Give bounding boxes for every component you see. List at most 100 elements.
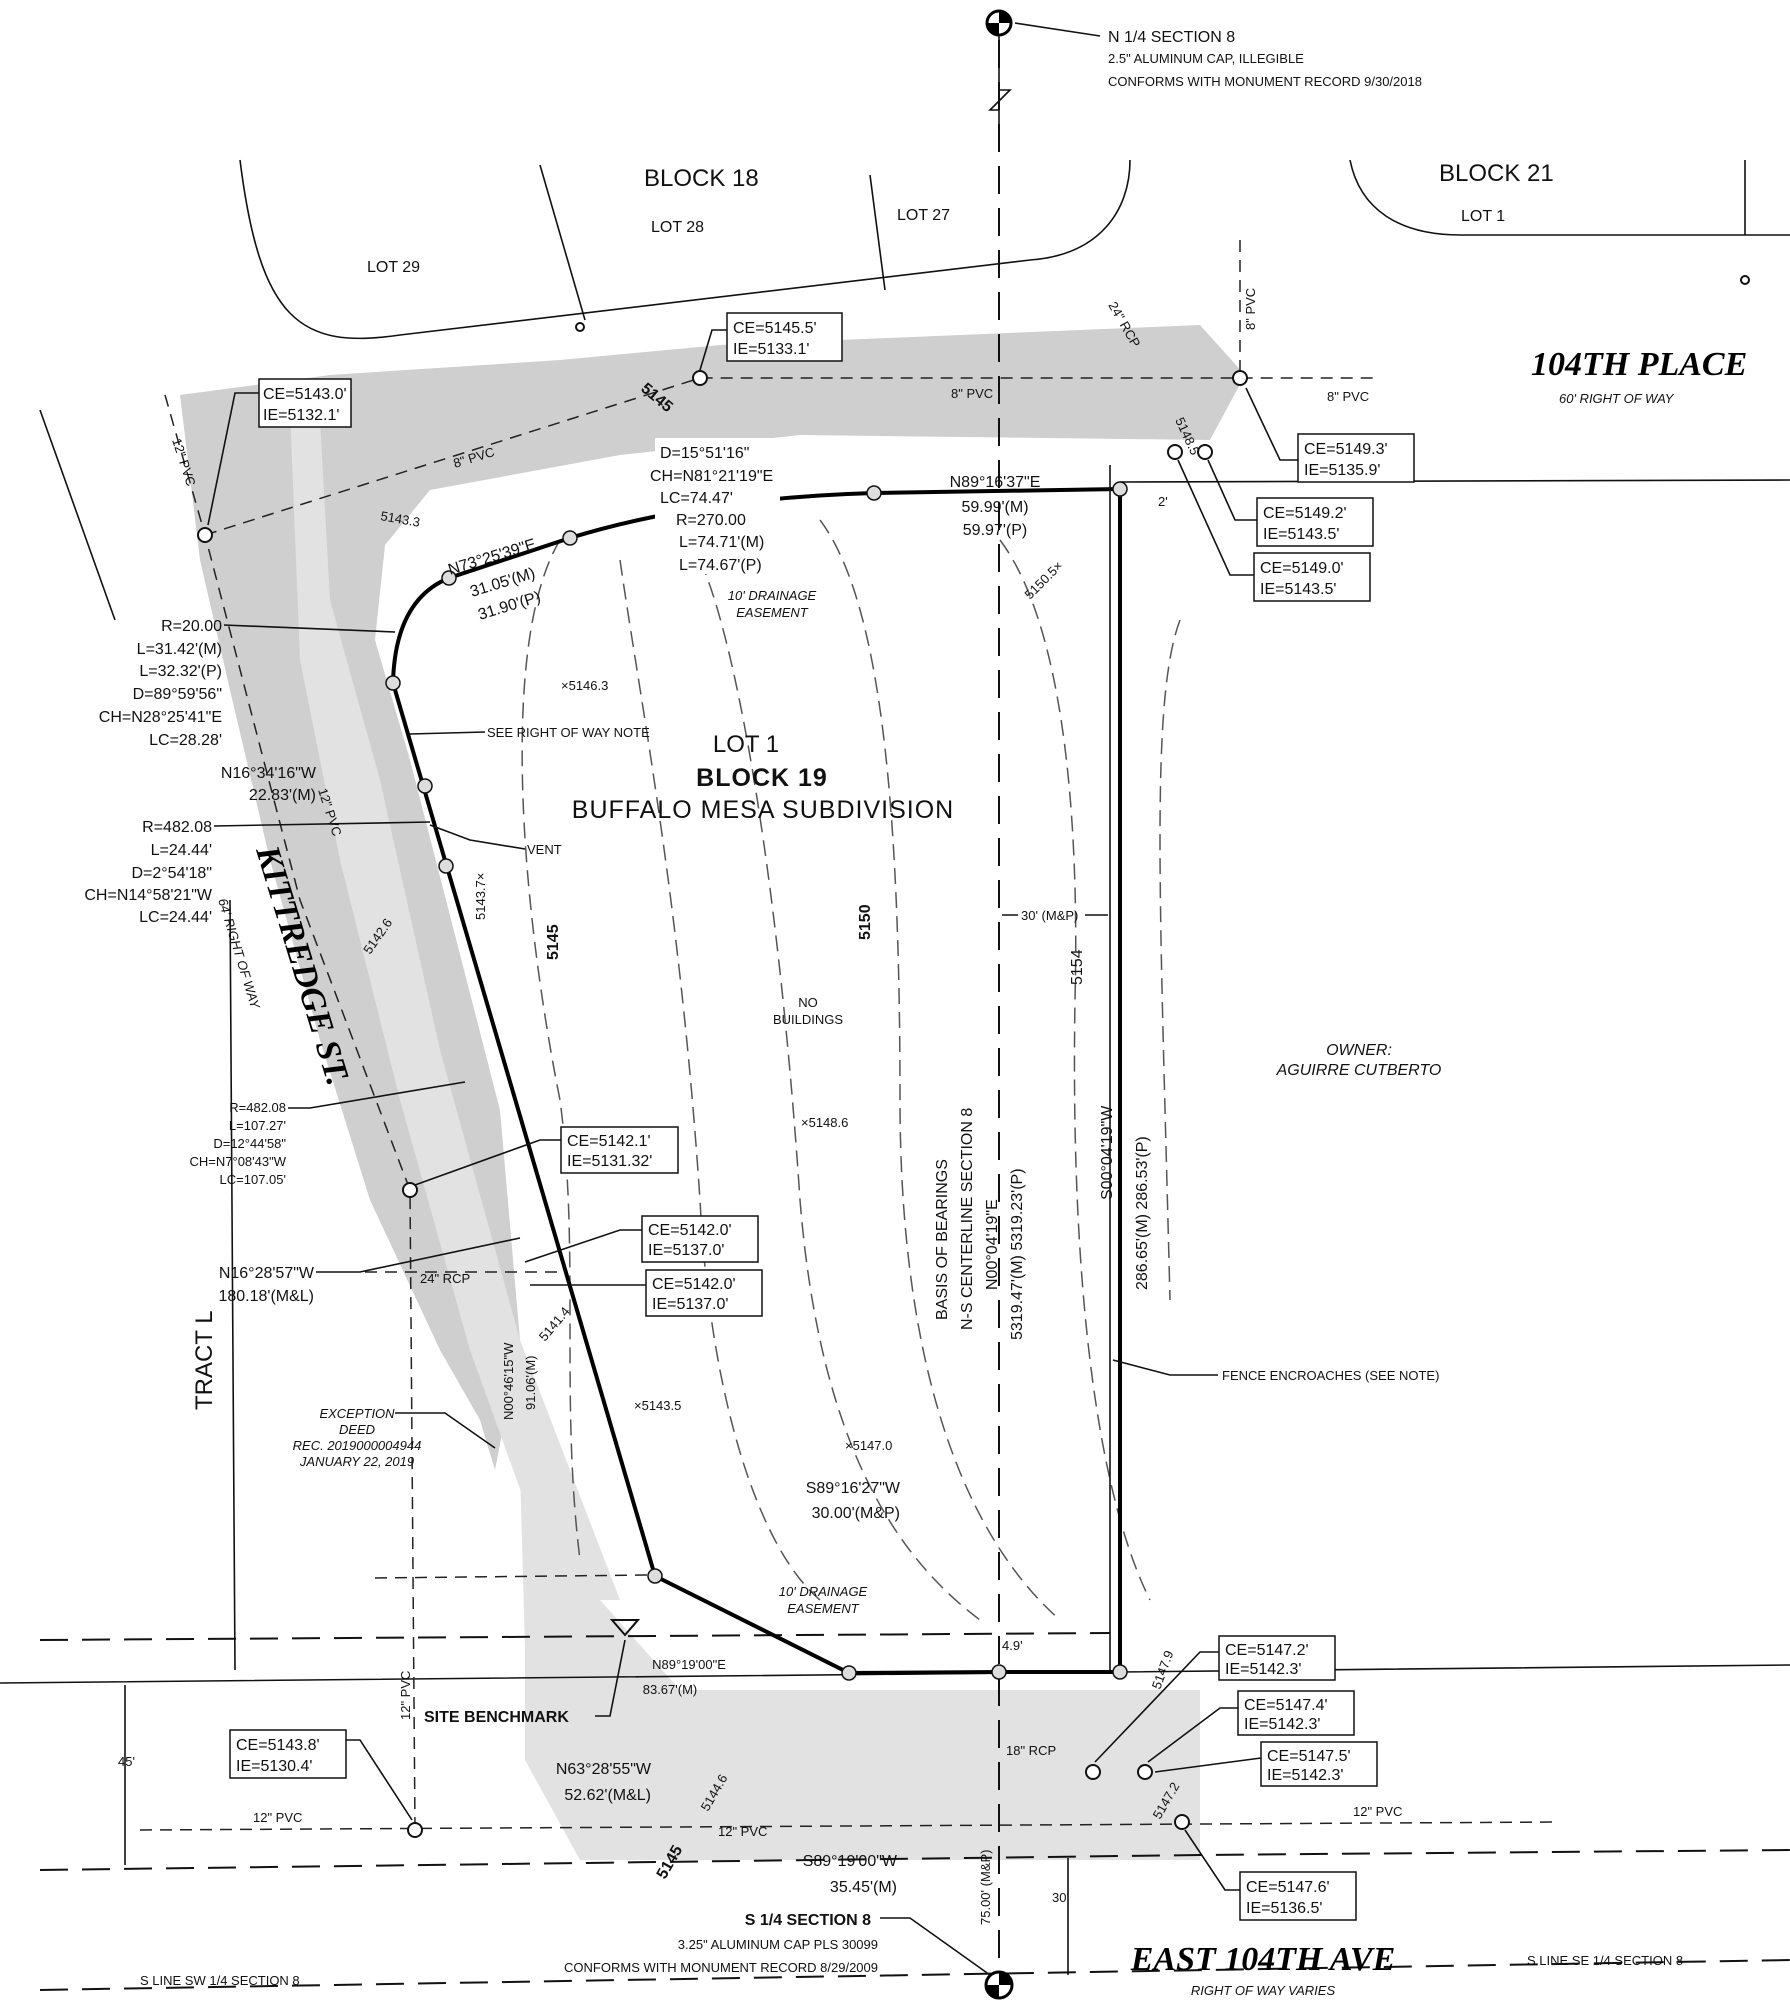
pipe-label: 12" PVC xyxy=(398,1671,413,1720)
north-monument-title: N 1/4 SECTION 8 xyxy=(1108,29,1235,46)
curve-west1-data: R=482.08 L=24.44' D=2°54'18" CH=N14°58'2… xyxy=(84,819,213,926)
structure-callout: CE=5149.0'IE=5143.5' xyxy=(1253,552,1371,602)
row-line xyxy=(1119,479,1790,483)
curve-delta: D=12°44'58" xyxy=(213,1136,286,1151)
invert-elevation: IE=5142.3' xyxy=(1225,1661,1301,1678)
drainage-easement-label: 10' DRAINAGE xyxy=(728,588,817,603)
structure-callout: CE=5147.2' IE=5142.3' xyxy=(1218,1635,1336,1681)
leader xyxy=(429,824,526,850)
distance-measured: 180.18'(M&L) xyxy=(218,1288,314,1305)
curve-delta: D=2°54'18" xyxy=(131,865,212,882)
bearing-south-jog: S89°16'27"W xyxy=(806,1480,901,1497)
pipe-label: 12" PVC xyxy=(253,1810,302,1825)
bearing-south-line: N89°19'00"E xyxy=(652,1657,726,1672)
marker-icon xyxy=(1740,275,1750,285)
rim-elevation: CE=5149.3' xyxy=(1304,441,1388,458)
fence-note: FENCE ENCROACHES (SEE NOTE) xyxy=(1222,1368,1439,1383)
curve-corner-data: R=20.00 L=31.42'(M) L=32.32'(P) D=89°59'… xyxy=(99,618,222,749)
no-buildings-label: NO xyxy=(798,995,818,1010)
invert-elevation: IE=5130.4' xyxy=(236,1758,312,1775)
curve-chord: CH=N7°08'43"W xyxy=(190,1154,287,1169)
invert-elevation: IE=5133.1' xyxy=(733,341,809,358)
leader xyxy=(223,624,396,633)
spot-elevation: 5147.9 xyxy=(1149,1649,1177,1691)
curve-chord-length: LC=107.05' xyxy=(220,1172,286,1187)
corner-pin xyxy=(441,570,457,586)
structure-callout: CE=5149.3'IE=5135.9' xyxy=(1297,433,1415,483)
corner-pin xyxy=(647,1568,663,1584)
note-line: DEED xyxy=(339,1422,375,1437)
structure-callout: CE=5147.6'IE=5136.5' xyxy=(1239,1871,1357,1921)
curve-chord-length: LC=28.28' xyxy=(149,732,222,749)
contour-label: 5154 xyxy=(1069,949,1086,985)
pipe-label: 8" PVC xyxy=(1327,389,1369,404)
south-monument-cap: 3.25" ALUMINUM CAP PLS 30099 xyxy=(678,1937,878,1952)
corner-pin xyxy=(991,1664,1007,1680)
invert-elevation: IE=5143.5' xyxy=(1260,581,1336,598)
lot-29-label: LOT 29 xyxy=(367,259,420,276)
lot-27-label: LOT 27 xyxy=(897,207,950,224)
rim-elevation: CE=5143.8' xyxy=(236,1737,320,1754)
curve-length-plat: L=32.32'(P) xyxy=(139,663,222,680)
corner-pin xyxy=(438,858,454,874)
bearing-bottom: S89°19'00"W xyxy=(803,1853,898,1870)
sewer-manhole-icon xyxy=(402,1182,418,1198)
bearing-east-line: S00°04'19"W xyxy=(1099,1105,1116,1200)
leader xyxy=(409,731,486,735)
rim-elevation: CE=5145.5' xyxy=(733,320,817,337)
curve-length: L=24.44' xyxy=(151,842,212,859)
corner-pin xyxy=(1112,481,1128,497)
subdivision-name: BUFFALO MESA SUBDIVISION xyxy=(572,796,954,824)
spot-elevation: 5150.5× xyxy=(1022,558,1066,602)
offset-4-9-label: 4.9' xyxy=(1002,1638,1023,1653)
rim-elevation: CE=5147.4' xyxy=(1244,1697,1328,1714)
rim-elevation: CE=5147.2' xyxy=(1225,1642,1309,1659)
rim-elevation: CE=5147.5' xyxy=(1267,1748,1351,1765)
distance-sw-line: 52.62'(M&L) xyxy=(564,1787,651,1804)
drainage-easement-label: EASEMENT xyxy=(787,1601,860,1616)
offset-30-label: 30' (M&P) xyxy=(1021,908,1078,923)
distance-measured: 91.06'(M) xyxy=(523,1355,538,1410)
contour-label: 5150 xyxy=(857,904,874,940)
sewer-line xyxy=(164,394,416,1831)
invert-elevation: IE=5137.0' xyxy=(648,1242,724,1259)
sewer-line xyxy=(204,377,1380,536)
note-line: REC. 2019000004944 xyxy=(293,1438,422,1453)
block-21-lot-1-label: LOT 1 xyxy=(1461,208,1505,225)
s-line-sw-label: S LINE SW 1/4 SECTION 8 xyxy=(140,1973,300,1988)
corner-pin xyxy=(1112,1664,1128,1680)
street-kittredge-row: 64' RIGHT OF WAY xyxy=(215,896,263,1011)
lot-boundary xyxy=(390,486,1122,1676)
callouts: CE=5145.5'IE=5133.1' CE=5143.0'IE=5132.1… xyxy=(229,312,1415,1921)
offset-2-label: 2' xyxy=(1158,494,1168,509)
curve-chord: CH=N28°25'41"E xyxy=(99,709,222,726)
curve-west2-data: R=482.08 L=107.27' D=12°44'58" CH=N7°08'… xyxy=(190,1100,287,1187)
street-104th-place-row: 60' RIGHT OF WAY xyxy=(1559,391,1675,406)
drainage-easement-label: EASEMENT xyxy=(736,605,809,620)
structure-callout: CE=5142.0'IE=5137.0' xyxy=(641,1215,759,1263)
owner-label: OWNER: xyxy=(1326,1042,1392,1059)
sewer-manhole-icon xyxy=(1232,370,1248,386)
sewer-manhole-icon xyxy=(407,1822,423,1838)
corner-pin xyxy=(417,778,433,794)
boundary-points xyxy=(385,481,1128,1681)
leader xyxy=(316,1237,521,1273)
contour-line xyxy=(819,519,1061,1621)
rim-elevation: CE=5147.6' xyxy=(1246,1879,1330,1896)
rim-elevation: CE=5142.1' xyxy=(567,1133,651,1150)
leader xyxy=(1112,1359,1218,1376)
curve-chord: CH=N14°58'21"W xyxy=(84,887,213,904)
spot-elevation: 5143.3 xyxy=(379,508,421,530)
block-18-label: BLOCK 18 xyxy=(644,165,759,192)
structure-callout: CE=5142.1'IE=5131.32' xyxy=(560,1126,679,1174)
leader xyxy=(288,1081,466,1109)
block-21-label: BLOCK 21 xyxy=(1439,160,1554,187)
corner-pin xyxy=(866,485,882,501)
sewer-manhole-icon xyxy=(692,370,708,386)
curve-length: L=107.27' xyxy=(229,1118,286,1133)
bearing-west-long: N16°28'57"W xyxy=(219,1265,315,1282)
dimension-30-label: 30' xyxy=(1052,1890,1069,1905)
concrete-area xyxy=(520,1470,1200,1860)
curve-chord-length: LC=24.44' xyxy=(139,909,212,926)
